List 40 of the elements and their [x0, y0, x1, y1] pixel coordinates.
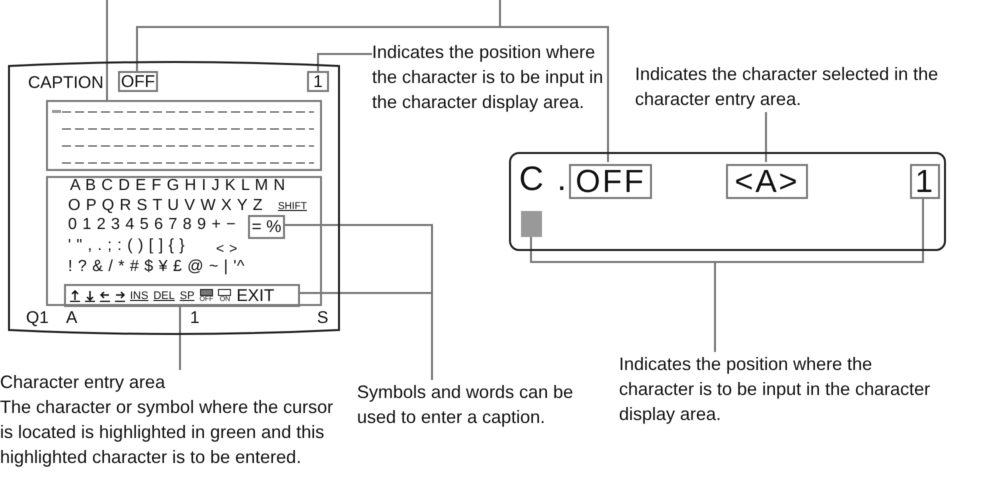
- cursor-block: [521, 211, 542, 237]
- leader-line: [499, 0, 609, 162]
- shift-key-label: SHIFT: [278, 201, 307, 212]
- callout-text: Indicates the character selected in the character entry area.: [635, 63, 940, 111]
- page-number-box: 1: [307, 71, 329, 92]
- callout-text: The character or symbol where the cursor is located is highlighted in green and this highlighted character is to be entered.: [0, 396, 334, 469]
- character-row: ' " , . ; : ( ) [ ] { }: [68, 237, 186, 255]
- callout-text: Indicates the position where the character is to be input in the character display area.: [619, 353, 932, 426]
- selected-character-box: <A>: [726, 164, 808, 199]
- symbol-box: = %: [248, 215, 285, 239]
- key-label: DEL: [153, 290, 175, 302]
- callout-text: Character entry area: [0, 371, 166, 394]
- status-box: OFF: [569, 164, 652, 199]
- viewfinder-display: [509, 152, 946, 251]
- screen-label: Q1: [26, 308, 49, 328]
- character-row: A B C D E F G H I J K L M N: [70, 177, 286, 195]
- leader-line: [765, 112, 767, 162]
- character-row: ! ? & / * # $ ¥ £ @ ~ | '^: [68, 258, 245, 276]
- leader-line: [298, 292, 433, 380]
- leader-line: [714, 197, 924, 352]
- status-box: OFF: [118, 71, 158, 92]
- exit-label: EXIT: [236, 286, 274, 306]
- leader-line: [317, 53, 372, 71]
- key-label: SP: [180, 290, 194, 302]
- character-row: 0 1 2 3 4 5 6 7 8 9 + −: [68, 216, 236, 234]
- screen-label: A: [66, 308, 78, 328]
- character-entry-area: [46, 176, 322, 306]
- callout-text: Symbols and words can be used to enter a caption.: [357, 381, 574, 429]
- leader-line: [106, 0, 108, 100]
- display-label: C .: [519, 160, 568, 199]
- function-key-row: [64, 284, 300, 307]
- screen-label: CAPTION: [28, 73, 104, 93]
- screen-label: 1: [190, 308, 200, 328]
- key-label: INS: [130, 290, 148, 302]
- character-row: < >: [216, 240, 238, 256]
- character-row: O P Q R S T U V W X Y Z: [68, 197, 263, 215]
- page-number-box: 1: [910, 164, 940, 199]
- screen-label: S: [317, 308, 328, 328]
- leader-line: [179, 306, 181, 370]
- callout-text: Indicates the position where the character is to be input in the character display area.: [372, 41, 604, 114]
